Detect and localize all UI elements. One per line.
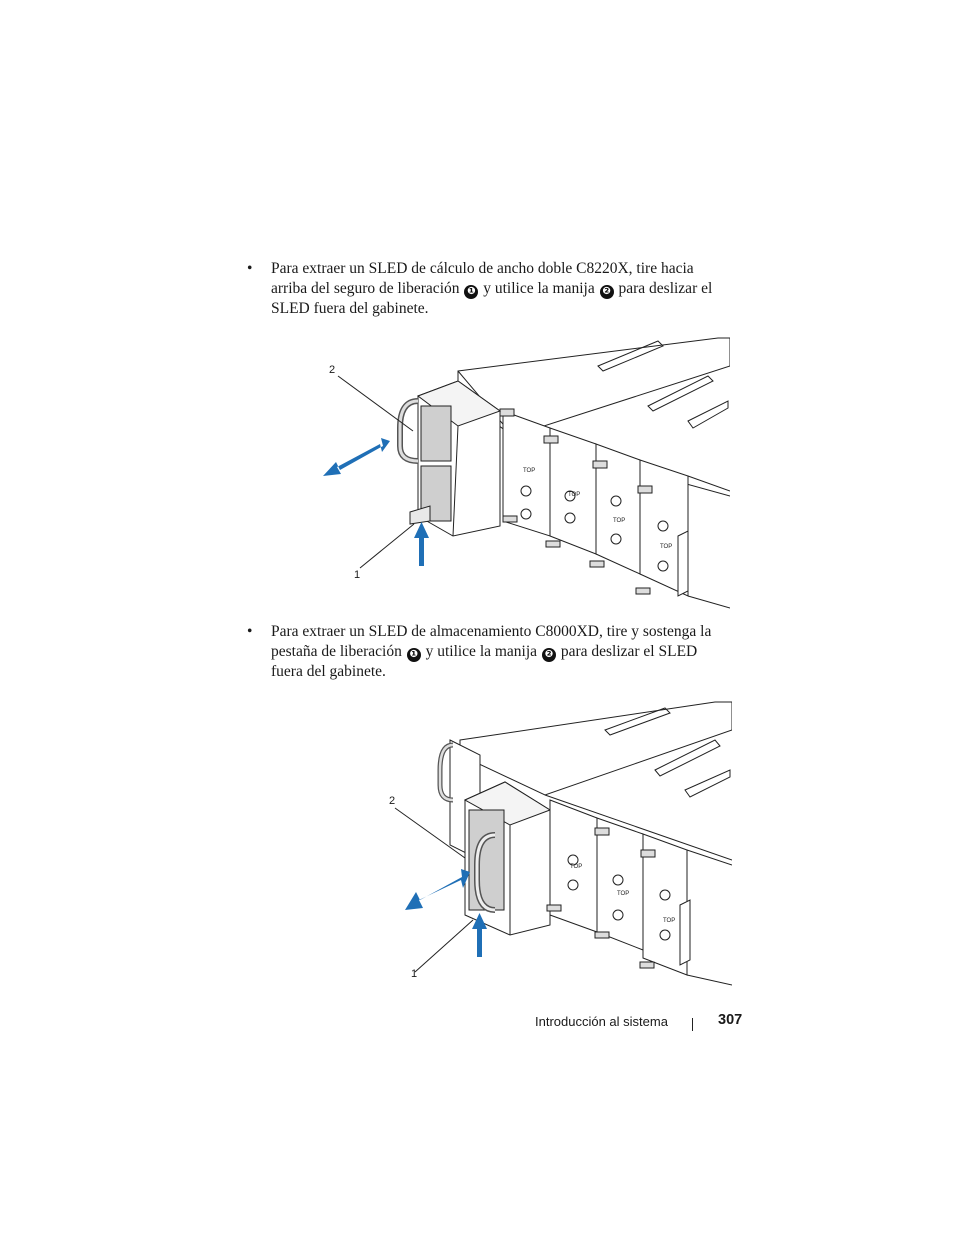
slot-label-top: TOP: [660, 544, 672, 550]
figure-callout-2: 2: [389, 795, 396, 807]
figure-c8220x-removal: TOP TOP TOP TOP 2 1: [318, 336, 731, 612]
slot-label-top: TOP: [617, 891, 629, 897]
footer-separator: [692, 1018, 693, 1031]
arrow-icon: [323, 438, 429, 566]
slot-label-top: TOP: [663, 918, 675, 924]
figure-illustration: TOP TOP TOP: [394, 701, 733, 986]
bullet-marker: •: [247, 260, 253, 277]
page-number: 307: [718, 1012, 743, 1028]
bullet-text: Para extraer un SLED de almacenamiento C…: [271, 622, 717, 681]
bullet-item-c8000xd: • Para extraer un SLED de almacenamiento…: [247, 622, 717, 681]
callout-marker-2: ❷: [541, 647, 556, 662]
callout-marker-2: ❷: [599, 284, 614, 299]
bullet-text: Para extraer un SLED de cálculo de ancho…: [271, 259, 717, 318]
figure-callout-1: 1: [411, 968, 418, 980]
text-part: para deslizar el SLED fuera del gabinete…: [271, 642, 698, 680]
slot-label-top: TOP: [570, 864, 582, 870]
text-part: y utilice la manija: [479, 279, 599, 297]
callout-marker-1: ❶: [464, 284, 479, 299]
slot-label-top: TOP: [613, 518, 625, 524]
bullet-marker: •: [247, 623, 253, 640]
figure-c8000xd-removal: TOP TOP TOP 2 1: [385, 700, 733, 986]
text-part: y utilice la manija: [421, 642, 541, 660]
text-part: Para extraer un SLED de cálculo de ancho…: [271, 260, 694, 297]
figure-callout-2: 2: [329, 364, 336, 376]
arrow-icon: [405, 869, 487, 957]
slot-label-top: TOP: [568, 492, 580, 498]
slot-label-top: TOP: [523, 468, 535, 474]
figure-callout-1: 1: [354, 569, 361, 581]
callout-marker-1: ❶: [406, 647, 421, 662]
figure-illustration: TOP TOP TOP TOP: [323, 337, 731, 609]
text-part: para deslizar el SLED fuera del gabinete…: [271, 279, 713, 317]
bullet-item-c8220x: • Para extraer un SLED de cálculo de anc…: [247, 259, 717, 318]
text-part: Para extraer un SLED de almacenamiento C…: [271, 623, 712, 660]
footer-section-title: Introducción al sistema: [535, 1014, 668, 1029]
